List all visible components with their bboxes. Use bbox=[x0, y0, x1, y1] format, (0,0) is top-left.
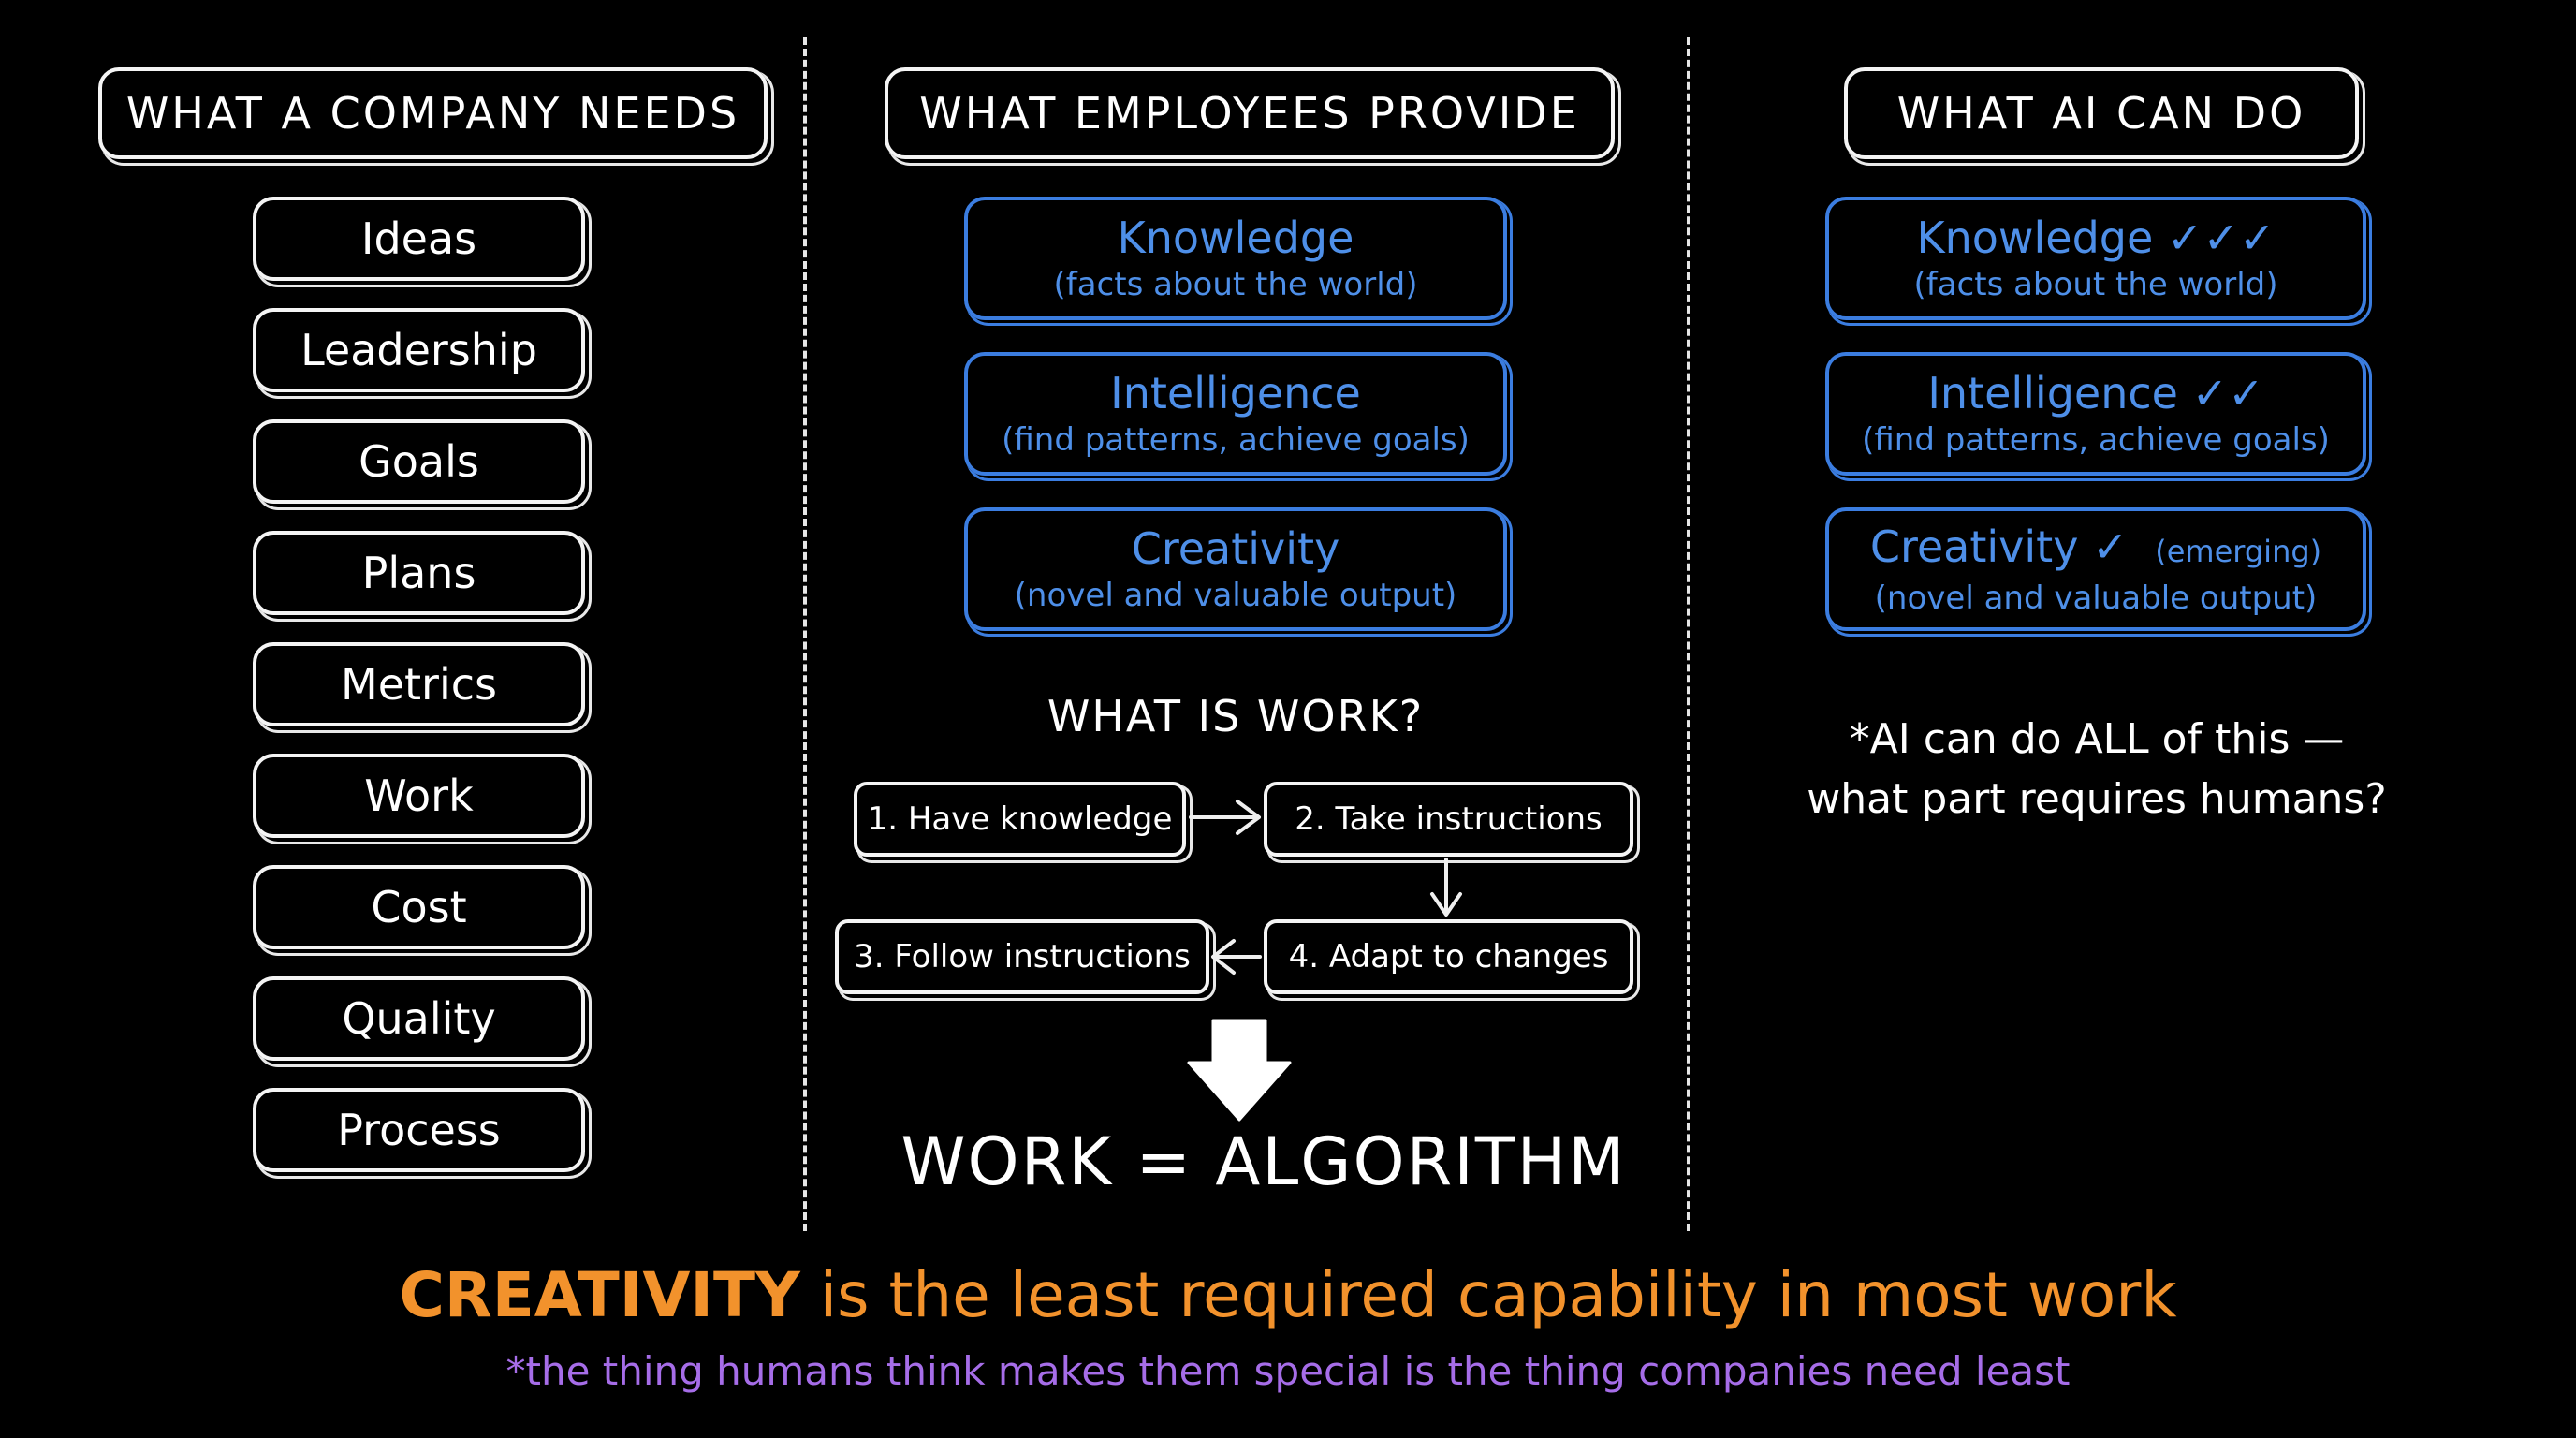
ai-footnote-line2: what part requires humans? bbox=[1807, 775, 2387, 823]
need-work: Work bbox=[253, 754, 585, 838]
work-heading: WHAT IS WORK? bbox=[1046, 691, 1425, 741]
column-divider-right bbox=[1687, 37, 1690, 1231]
arrow-right-icon bbox=[1189, 800, 1261, 835]
card-subtitle: (find patterns, achieve goals) bbox=[1002, 421, 1470, 459]
work-step-3: 3. Follow instructions bbox=[835, 919, 1209, 994]
employees-provide-header: WHAT EMPLOYEES PROVIDE bbox=[885, 67, 1615, 159]
ai-can-do-header: WHAT AI CAN DO bbox=[1844, 67, 2359, 159]
need-plans: Plans bbox=[253, 531, 585, 615]
work-step-2: 2. Take instructions bbox=[1264, 782, 1633, 857]
card-title: Creativity bbox=[1131, 523, 1340, 574]
ai-card-knowledge: Knowledge ✓✓✓ (facts about the world) bbox=[1825, 197, 2366, 320]
employee-card-knowledge: Knowledge (facts about the world) bbox=[964, 197, 1507, 320]
big-down-arrow-icon bbox=[1187, 1019, 1292, 1122]
work-step-1: 1. Have knowledge bbox=[854, 782, 1186, 857]
need-metrics: Metrics bbox=[253, 642, 585, 726]
footer-headline: CREATIVITY is the least required capabil… bbox=[0, 1259, 2576, 1331]
footer-headline-rest: is the least required capability in most… bbox=[799, 1259, 2177, 1331]
footer-headline-strong: CREATIVITY bbox=[399, 1259, 800, 1331]
card-note: (emerging) bbox=[2155, 533, 2322, 569]
card-title-row: Creativity ✓ (emerging) bbox=[1870, 521, 2321, 578]
card-title: Intelligence bbox=[1110, 368, 1361, 418]
company-needs-header: WHAT A COMPANY NEEDS bbox=[98, 67, 768, 159]
footer-subline: *the thing humans think makes them speci… bbox=[505, 1348, 2071, 1394]
card-subtitle: (find patterns, achieve goals) bbox=[1862, 421, 2330, 459]
need-process: Process bbox=[253, 1088, 585, 1172]
need-quality: Quality bbox=[253, 976, 585, 1061]
card-title: Creativity ✓ bbox=[1869, 521, 2129, 572]
card-title: Knowledge ✓✓✓ bbox=[1916, 213, 2276, 263]
ai-card-creativity: Creativity ✓ (emerging) (novel and valua… bbox=[1825, 507, 2366, 631]
employee-card-creativity: Creativity (novel and valuable output) bbox=[964, 507, 1507, 631]
need-goals: Goals bbox=[253, 419, 585, 504]
card-title: Intelligence ✓✓ bbox=[1927, 368, 2264, 418]
need-cost: Cost bbox=[253, 865, 585, 949]
card-title: Knowledge bbox=[1117, 213, 1354, 263]
ai-card-intelligence: Intelligence ✓✓ (find patterns, achieve … bbox=[1825, 352, 2366, 476]
card-subtitle: (novel and valuable output) bbox=[1014, 577, 1457, 614]
card-subtitle: (facts about the world) bbox=[1913, 266, 2278, 303]
card-subtitle: (facts about the world) bbox=[1053, 266, 1418, 303]
arrow-down-icon bbox=[1430, 858, 1462, 917]
work-equation: WORK = ALGORITHM bbox=[900, 1123, 1627, 1200]
need-leadership: Leadership bbox=[253, 308, 585, 392]
ai-footnote-line1: *AI can do ALL of this — bbox=[1849, 715, 2345, 763]
need-ideas: Ideas bbox=[253, 197, 585, 281]
card-subtitle: (novel and valuable output) bbox=[1874, 579, 2318, 617]
column-divider-left bbox=[803, 37, 807, 1231]
employee-card-intelligence: Intelligence (find patterns, achieve goa… bbox=[964, 352, 1507, 476]
arrow-left-icon bbox=[1211, 939, 1262, 975]
work-step-4: 4. Adapt to changes bbox=[1264, 919, 1633, 994]
